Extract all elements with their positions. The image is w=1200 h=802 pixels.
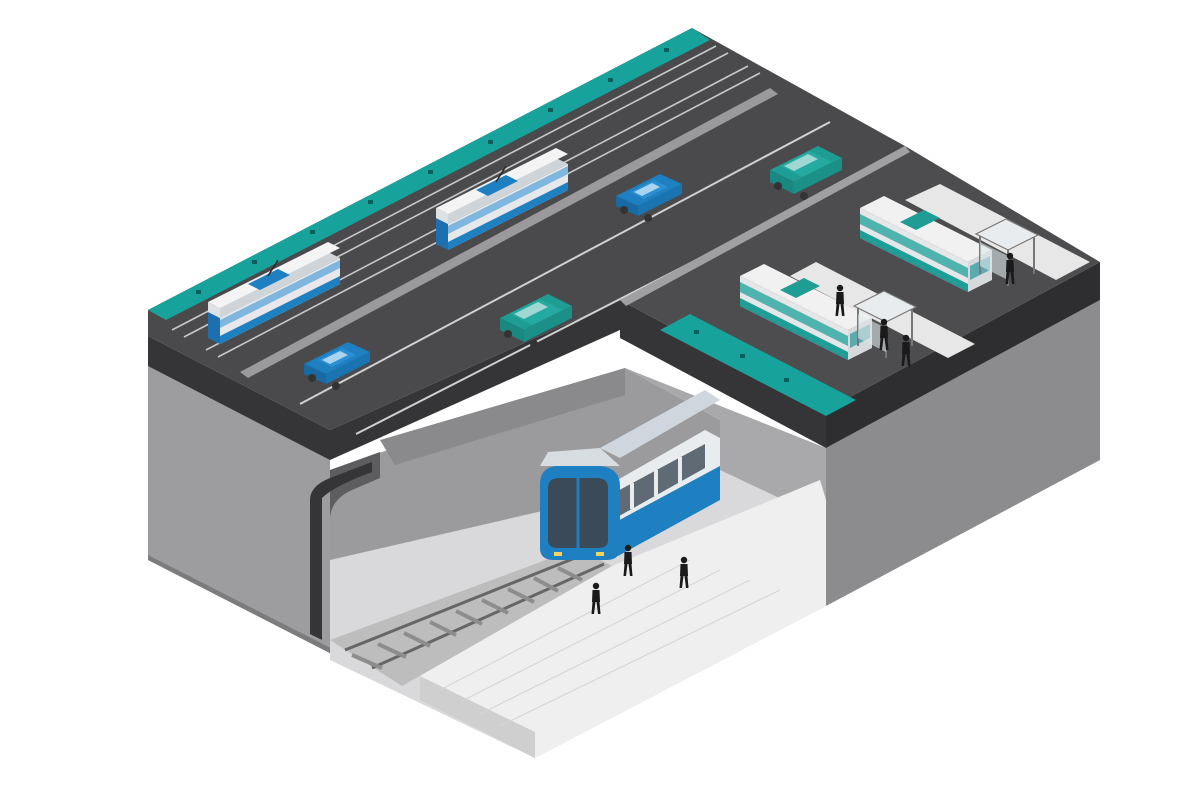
rail-sleepers [351, 566, 583, 670]
metro-train [540, 390, 720, 560]
ground-block-right-face [826, 300, 1100, 606]
bus-area-median [660, 314, 856, 416]
